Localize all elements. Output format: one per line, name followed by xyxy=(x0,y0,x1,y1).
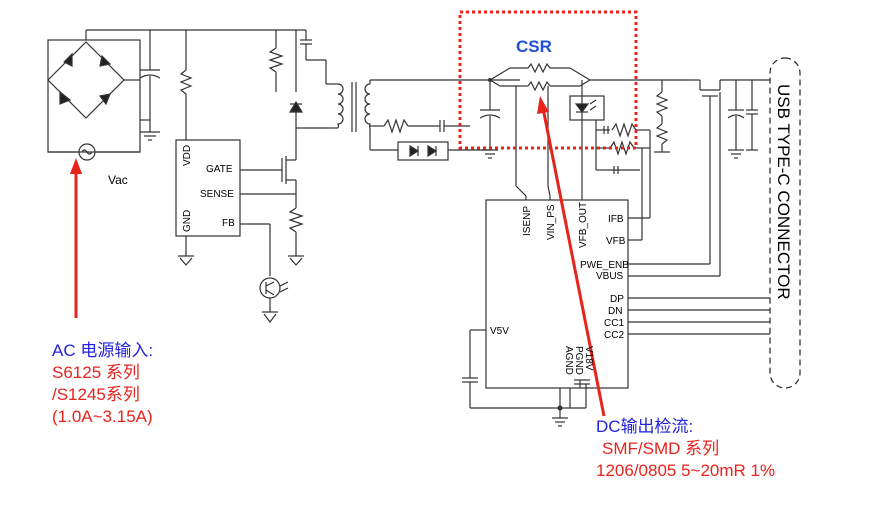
pin-pgnd: PGND xyxy=(573,346,584,375)
ac-note-prefix: AC xyxy=(52,341,76,360)
ac-input-note: AC 电源输入: S6125 系列 /S1245系列 (1.0A~3.15A) xyxy=(52,340,153,428)
pin-cc2: CC2 xyxy=(604,330,624,341)
pin-fb: FB xyxy=(222,218,235,229)
pin-v5v: V5V xyxy=(490,326,509,337)
bridge-rectifier xyxy=(47,39,141,153)
arrow-dc-head xyxy=(537,96,549,114)
pin-vdd: VDD xyxy=(182,145,193,166)
pin-dp: DP xyxy=(610,294,624,305)
pin-cc1: CC1 xyxy=(604,318,624,329)
pin-agnd: AGND xyxy=(563,346,574,375)
pin-vfb-out: VFB_OUT xyxy=(578,202,589,248)
pin-pwe-enb: PWE_ENB xyxy=(580,260,629,271)
dc-note-line2: SMF/SMD 系列 xyxy=(602,439,720,458)
pin-dn: DN xyxy=(608,306,622,317)
ac-note-line4: (1.0A~3.15A) xyxy=(52,407,153,426)
pin-gnd: GND xyxy=(182,210,193,232)
dc-output-note: DC输出检流: SMF/SMD 系列 1206/0805 5~20mR 1% xyxy=(596,416,775,482)
csr-label: CSR xyxy=(516,37,552,56)
pin-ifb: IFB xyxy=(608,214,624,225)
pin-sense: SENSE xyxy=(200,189,234,200)
connector-label: USB TYPE-C CONNECTOR xyxy=(774,84,793,300)
pin-vbus: VBUS xyxy=(596,271,624,282)
vac-label: Vac xyxy=(108,173,128,187)
dc-note-prefix: DC xyxy=(596,417,621,436)
pin-gate: GATE xyxy=(206,164,233,175)
ac-note-title: 电源输入: xyxy=(75,341,154,360)
dc-note-line3: 1206/0805 5~20mR 1% xyxy=(596,461,776,480)
pin-vin-ps: VIN_PS xyxy=(546,204,557,240)
ac-note-line2: S6125 系列 xyxy=(52,363,140,382)
pin-vfb: VFB xyxy=(606,236,626,247)
controller-ic xyxy=(175,139,241,237)
ac-note-line3: /S1245系列 xyxy=(52,385,140,404)
arrow-ac-head xyxy=(70,158,82,174)
dc-note-title: 输出检流: xyxy=(620,417,694,436)
pin-v18v: V18V xyxy=(583,346,594,371)
pin-isenp: ISENP xyxy=(522,206,533,236)
usb-connector-outline xyxy=(769,57,801,389)
pd-controller-ic xyxy=(485,199,629,389)
